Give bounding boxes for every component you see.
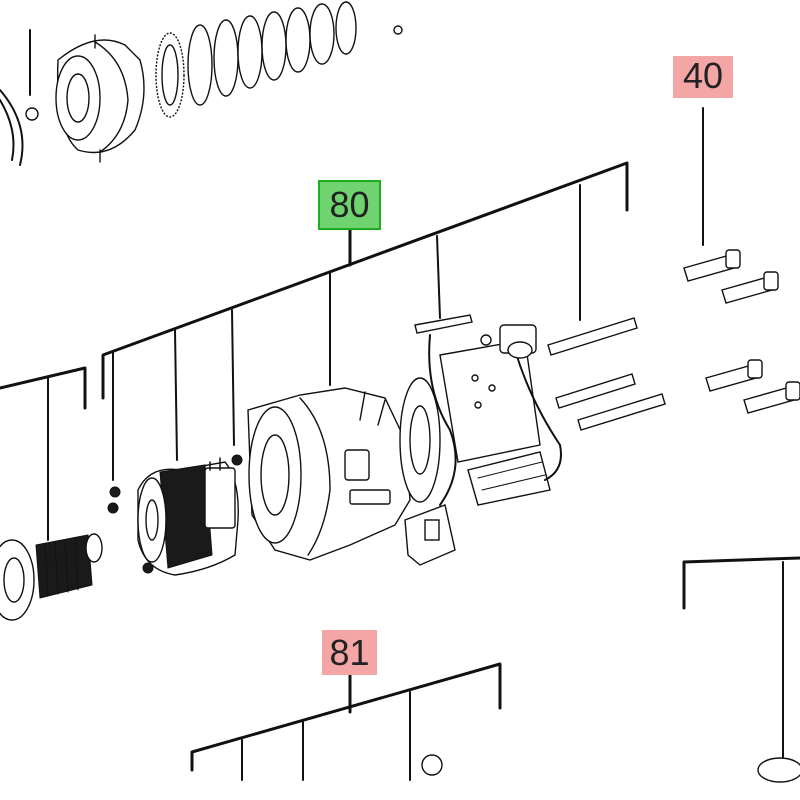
group-bracket-80 xyxy=(101,161,629,481)
stator xyxy=(137,457,239,576)
armature xyxy=(0,533,103,621)
upper-assembly xyxy=(0,1,403,166)
fan-plate xyxy=(399,377,456,566)
callout-81[interactable]: 81 xyxy=(322,630,377,675)
callout-40[interactable]: 40 xyxy=(673,56,733,98)
long-screws xyxy=(547,317,666,431)
callout-80[interactable]: 80 xyxy=(318,180,381,230)
switch xyxy=(480,324,537,359)
bearing-housing xyxy=(55,34,145,163)
small-nuts xyxy=(107,454,243,574)
bolts-40 xyxy=(683,249,800,414)
group-bracket-81 xyxy=(190,662,502,781)
electronics-module xyxy=(414,314,562,506)
motor-housing xyxy=(247,387,411,561)
springs xyxy=(187,1,357,106)
